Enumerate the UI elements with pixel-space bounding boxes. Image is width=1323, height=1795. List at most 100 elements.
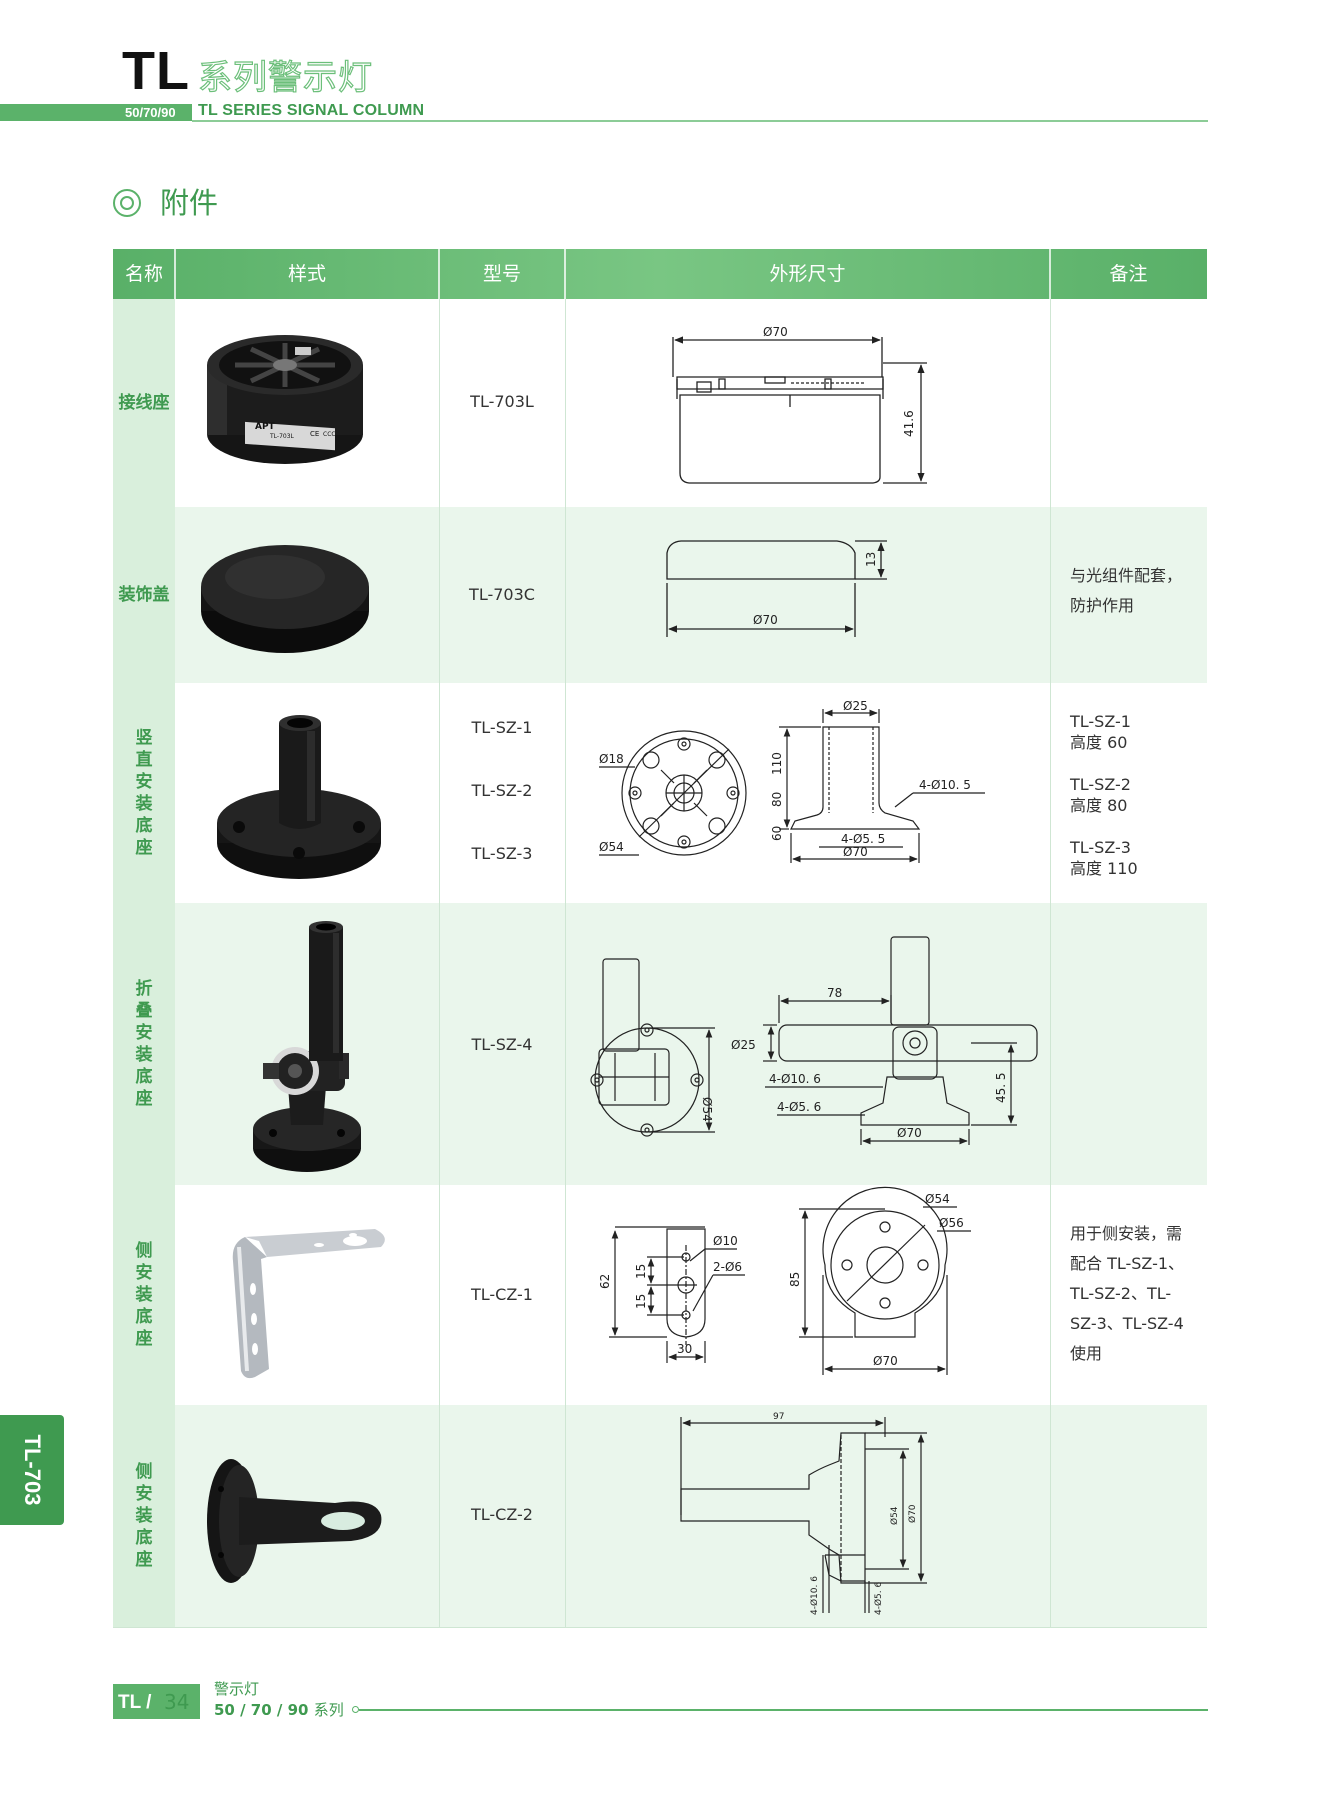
svg-text:85: 85 (788, 1272, 802, 1287)
svg-text:Ø70: Ø70 (907, 1504, 918, 1523)
product-photo-side-mount-arm (175, 1405, 439, 1627)
table-row: 折叠安装底座 TL (113, 903, 1207, 1185)
svg-text:Ø54: Ø54 (925, 1192, 950, 1206)
col-header-name: 名称 (124, 263, 163, 285)
svg-text:4-Ø10. 6: 4-Ø10. 6 (809, 1576, 820, 1615)
row-note: 与光组件配套， 防护作用 (1070, 566, 1183, 615)
header-accent-bar (0, 104, 192, 121)
svg-text:Ø70: Ø70 (873, 1354, 898, 1368)
footer-dot-icon (352, 1706, 359, 1713)
row-name-cell: 竖直安装底座 (113, 683, 175, 903)
col-header-notes: 备注 (1109, 263, 1148, 285)
dimension-drawing-side-mount-bracket: 62 15 15 Ø10 2-Ø6 30 (565, 1185, 1050, 1405)
brand-logo-text: TL (122, 41, 190, 101)
model-number: TL-703C (469, 585, 535, 604)
svg-text:APT: APT (255, 422, 276, 432)
svg-text:Ø54: Ø54 (700, 1097, 714, 1122)
svg-text:97: 97 (773, 1412, 784, 1422)
row-note: 用于侧安装，需 配合 TL-SZ-1、 TL-SZ-2、TL- SZ-3、TL-… (1070, 1224, 1185, 1363)
svg-text:Ø54: Ø54 (599, 840, 624, 854)
row-name-cell: 侧安装底座 (113, 1405, 175, 1627)
row-name: 侧安装底座 (135, 1241, 153, 1349)
footer-brand: TL / (118, 1692, 152, 1713)
dimension-drawing-vertical-mount-base: Ø18 Ø54 Ø25 110 80 60 4-Ø10. 5 (565, 683, 1050, 903)
table-row: 接线座 APT TL-703L CE (113, 299, 1207, 507)
row-name-cell: 折叠安装底座 (113, 903, 175, 1185)
table-row: 侧安装底座 TL-CZ-1 (113, 1185, 1207, 1405)
col-header-photo: 样式 (287, 263, 326, 285)
page-number: 34 (164, 1690, 190, 1714)
model-number: TL-SZ-1 (471, 718, 533, 737)
footer-divider (359, 1709, 1208, 1711)
footer-series: 50 / 70 / 90 系列 (214, 1701, 344, 1719)
svg-text:78: 78 (827, 986, 842, 1000)
footer-category: 警示灯 (214, 1680, 260, 1698)
svg-text:2-Ø6: 2-Ø6 (713, 1260, 742, 1274)
table-header: 名称 样式 型号 外形尺寸 备注 (113, 249, 1207, 299)
svg-text:Ø10: Ø10 (713, 1234, 738, 1248)
row-note: TL-SZ-1 高度 60 TL-SZ-2 高度 80 TL-SZ-3 高度 1… (1070, 712, 1138, 878)
svg-text:Ø70: Ø70 (753, 613, 778, 627)
dimension-drawing-decorative-cover: 13 Ø70 (565, 507, 1050, 683)
product-photo-terminal-base: APT TL-703L CE CCC (175, 299, 439, 507)
svg-text:4-Ø10. 5: 4-Ø10. 5 (919, 778, 971, 792)
svg-text:TL-703L: TL-703L (269, 433, 295, 440)
model-number: TL-CZ-2 (471, 1505, 533, 1524)
model-number: TL-SZ-3 (471, 844, 533, 863)
page-title-en: TL SERIES SIGNAL COLUMN (198, 102, 425, 119)
header-sizes: 50/70/90 (125, 105, 176, 120)
double-circle-icon (113, 189, 141, 217)
footer-brand-box (113, 1684, 200, 1719)
svg-text:Ø70: Ø70 (843, 845, 868, 859)
svg-text:4-Ø5. 5: 4-Ø5. 5 (841, 832, 885, 846)
svg-text:Ø18: Ø18 (599, 752, 624, 766)
svg-text:Ø25: Ø25 (731, 1038, 756, 1052)
svg-text:CE: CE (310, 430, 319, 438)
svg-text:30: 30 (677, 1342, 692, 1356)
svg-text:80: 80 (770, 792, 784, 807)
table-row: 侧安装底座 TL-CZ-2 97 (113, 1405, 1207, 1627)
svg-text:45. 5: 45. 5 (994, 1072, 1008, 1103)
svg-text:Ø25: Ø25 (843, 699, 868, 713)
svg-text:15: 15 (634, 1294, 648, 1309)
product-photo-vertical-mount-base (175, 683, 439, 903)
table-row: 竖直安装底座 TL-SZ-1 TL-SZ-2 TL-SZ-3 (113, 683, 1207, 903)
svg-text:13: 13 (864, 552, 878, 567)
svg-text:4-Ø5. 6: 4-Ø5. 6 (873, 1581, 884, 1615)
row-name: 接线座 (118, 393, 170, 413)
svg-text:Ø70: Ø70 (763, 325, 788, 339)
row-name-cell: 装饰盖 (113, 507, 175, 683)
svg-text:Ø56: Ø56 (939, 1216, 964, 1230)
svg-text:Ø70: Ø70 (897, 1126, 922, 1140)
svg-text:62: 62 (598, 1274, 612, 1289)
row-name: 装饰盖 (118, 585, 170, 605)
dimension-drawing-terminal-base: Ø70 41.6 (565, 299, 1050, 507)
section-title: 附件 (160, 186, 219, 220)
model-number: TL-703L (470, 392, 534, 411)
model-number: TL-SZ-2 (471, 781, 533, 800)
svg-text:110: 110 (770, 752, 784, 775)
svg-text:41.6: 41.6 (902, 410, 916, 437)
svg-text:15: 15 (634, 1264, 648, 1279)
model-number: TL-CZ-1 (471, 1285, 533, 1304)
svg-text:4-Ø5. 6: 4-Ø5. 6 (777, 1100, 821, 1114)
svg-text:4-Ø10. 6: 4-Ø10. 6 (769, 1072, 821, 1086)
product-photo-side-mount-bracket (175, 1185, 439, 1405)
row-name: 竖直安装底座 (135, 728, 153, 858)
row-name-cell: 接线座 (113, 299, 175, 507)
svg-text:Ø54: Ø54 (889, 1506, 900, 1525)
svg-text:60: 60 (770, 826, 784, 841)
row-name: 折叠安装底座 (135, 979, 153, 1109)
dimension-drawing-side-mount-arm: 97 Ø54 Ø70 4-Ø10. 6 4-Ø5. 6 (565, 1405, 1050, 1627)
row-name-cell: 侧安装底座 (113, 1185, 175, 1405)
product-photo-folding-mount-base (175, 903, 439, 1185)
col-header-dimensions: 外形尺寸 (769, 263, 846, 285)
table-row: 装饰盖 TL-703C 13 Ø70 (113, 507, 1207, 683)
dimension-drawing-folding-mount-base: Ø54 78 Ø25 4-Ø10. 6 4-Ø5. 6 (565, 903, 1050, 1185)
row-name: 侧安装底座 (135, 1462, 153, 1570)
page-title-cn: 系列警示灯 (197, 57, 373, 98)
header-divider (192, 120, 1208, 122)
svg-text:CCC: CCC (323, 431, 336, 438)
model-number: TL-SZ-4 (471, 1035, 533, 1054)
col-header-model: 型号 (482, 263, 521, 285)
